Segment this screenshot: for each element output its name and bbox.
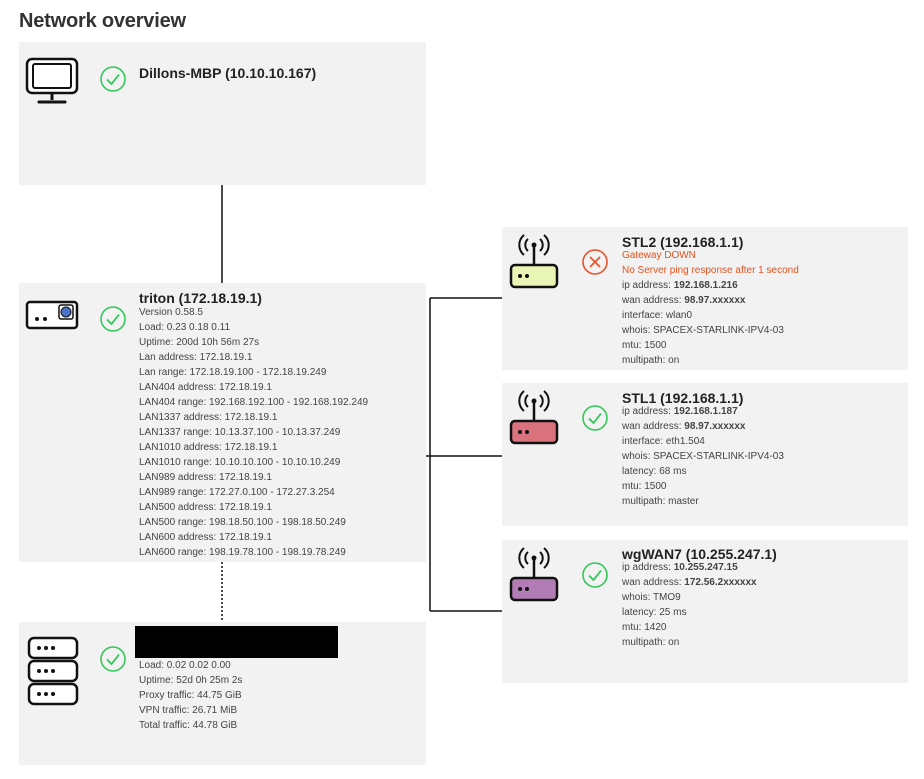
detail-line: Uptime: 200d 10h 56m 27s xyxy=(139,337,260,348)
status-ok-icon xyxy=(100,306,126,332)
status-ok-icon xyxy=(100,646,126,672)
detail-line: Uptime: 52d 0h 25m 2s xyxy=(139,675,243,686)
detail-line: LAN404 address: 172.18.19.1 xyxy=(139,382,272,393)
status-ok-icon xyxy=(582,562,608,588)
gateway-details: ip address: 192.168.1.187 wan address: 9… xyxy=(622,404,784,509)
gateway-name: STL2 (192.168.1.1) xyxy=(622,234,744,250)
detail-line: Proxy traffic: 44.75 GiB xyxy=(139,690,242,701)
detail-line: LAN1010 address: 172.18.19.1 xyxy=(139,442,278,453)
detail-line: VPN traffic: 26.71 MiB xyxy=(139,705,238,716)
wifi-router-icon xyxy=(509,234,559,289)
gateway-name: wgWAN7 (10.255.247.1) xyxy=(622,546,777,562)
page-title: Network overview xyxy=(19,10,186,32)
detail-line: mtu: 1420 xyxy=(622,622,667,633)
error-message: No Server ping response after 1 second xyxy=(622,265,799,276)
wifi-router-icon xyxy=(509,390,559,445)
status-ok-icon xyxy=(100,66,126,92)
detail-line: wan address: 98.97.xxxxxx xyxy=(622,295,746,306)
detail-line: multipath: master xyxy=(622,496,699,507)
detail-line: interface: eth1.504 xyxy=(622,436,705,447)
error-message: Gateway DOWN xyxy=(622,250,696,261)
client-card[interactable]: Dillons-MBP (10.10.10.167) xyxy=(19,42,426,185)
detail-line: whois: SPACEX-STARLINK-IPV4-03 xyxy=(622,325,784,336)
monitor-icon xyxy=(25,57,79,104)
server-card[interactable]: Load: 0.02 0.02 0.00 Uptime: 52d 0h 25m … xyxy=(19,622,426,765)
redacted-name-block xyxy=(135,626,338,658)
gateway-card-stl2[interactable]: STL2 (192.168.1.1) Gateway DOWN No Serve… xyxy=(502,227,908,370)
detail-line: LAN989 range: 172.27.0.100 - 172.27.3.25… xyxy=(139,487,335,498)
detail-line: LAN1010 range: 10.10.10.100 - 10.10.10.2… xyxy=(139,457,341,468)
detail-line: LAN500 address: 172.18.19.1 xyxy=(139,502,272,513)
server-details: Load: 0.02 0.02 0.00 Uptime: 52d 0h 25m … xyxy=(139,658,242,733)
detail-line: LAN500 range: 198.18.50.100 - 198.18.50.… xyxy=(139,517,346,528)
detail-line: wan address: 172.56.2xxxxxx xyxy=(622,577,757,588)
detail-line: mtu: 1500 xyxy=(622,340,667,351)
gateway-details: ip address: 10.255.247.15 wan address: 1… xyxy=(622,560,757,650)
detail-line: whois: SPACEX-STARLINK-IPV4-03 xyxy=(622,451,784,462)
detail-line: Version 0.58.5 xyxy=(139,307,203,318)
router-device-icon xyxy=(25,300,79,330)
router-name: triton (172.18.19.1) xyxy=(139,290,262,306)
detail-line: ip address: 192.168.1.187 xyxy=(622,406,738,417)
wifi-router-icon xyxy=(509,547,559,602)
detail-line: LAN404 range: 192.168.192.100 - 192.168.… xyxy=(139,397,369,408)
detail-line: Lan address: 172.18.19.1 xyxy=(139,352,253,363)
gateway-card-wgwan7[interactable]: wgWAN7 (10.255.247.1) ip address: 10.255… xyxy=(502,540,908,683)
detail-line: interface: wlan0 xyxy=(622,310,693,321)
detail-line: latency: 25 ms xyxy=(622,607,687,618)
detail-line: LAN600 address: 172.18.19.1 xyxy=(139,532,272,543)
detail-line: latency: 68 ms xyxy=(622,466,687,477)
status-ok-icon xyxy=(582,405,608,431)
detail-line: ip address: 192.168.1.216 xyxy=(622,280,738,291)
detail-line: LAN989 address: 172.18.19.1 xyxy=(139,472,272,483)
detail-line: Total traffic: 44.78 GiB xyxy=(139,720,238,731)
detail-line: LAN1337 address: 172.18.19.1 xyxy=(139,412,278,423)
detail-line: wan address: 98.97.xxxxxx xyxy=(622,421,746,432)
status-error-icon xyxy=(582,249,608,275)
detail-line: Lan range: 172.18.19.100 - 172.18.19.249 xyxy=(139,367,327,378)
client-name: Dillons-MBP (10.10.10.167) xyxy=(139,65,317,81)
detail-line: Load: 0.23 0.18 0.11 xyxy=(139,322,231,333)
detail-line: multipath: on xyxy=(622,355,680,366)
detail-line: ip address: 10.255.247.15 xyxy=(622,562,738,573)
detail-line: LAN1337 range: 10.13.37.100 - 10.13.37.2… xyxy=(139,427,341,438)
router-card[interactable]: triton (172.18.19.1) Version 0.58.5 Load… xyxy=(19,283,426,562)
detail-line: multipath: on xyxy=(622,637,680,648)
gateway-name: STL1 (192.168.1.1) xyxy=(622,390,744,406)
detail-line: Load: 0.02 0.02 0.00 xyxy=(139,660,231,671)
detail-line: whois: TMO9 xyxy=(622,592,681,603)
gateway-card-stl1[interactable]: STL1 (192.168.1.1) ip address: 192.168.1… xyxy=(502,383,908,526)
router-details: Version 0.58.5 Load: 0.23 0.18 0.11 Upti… xyxy=(139,305,368,560)
detail-line: LAN600 range: 198.19.78.100 - 198.19.78.… xyxy=(139,547,346,558)
server-stack-icon xyxy=(27,636,79,706)
gateway-details: Gateway DOWN No Server ping response aft… xyxy=(622,248,799,368)
detail-line: mtu: 1500 xyxy=(622,481,667,492)
